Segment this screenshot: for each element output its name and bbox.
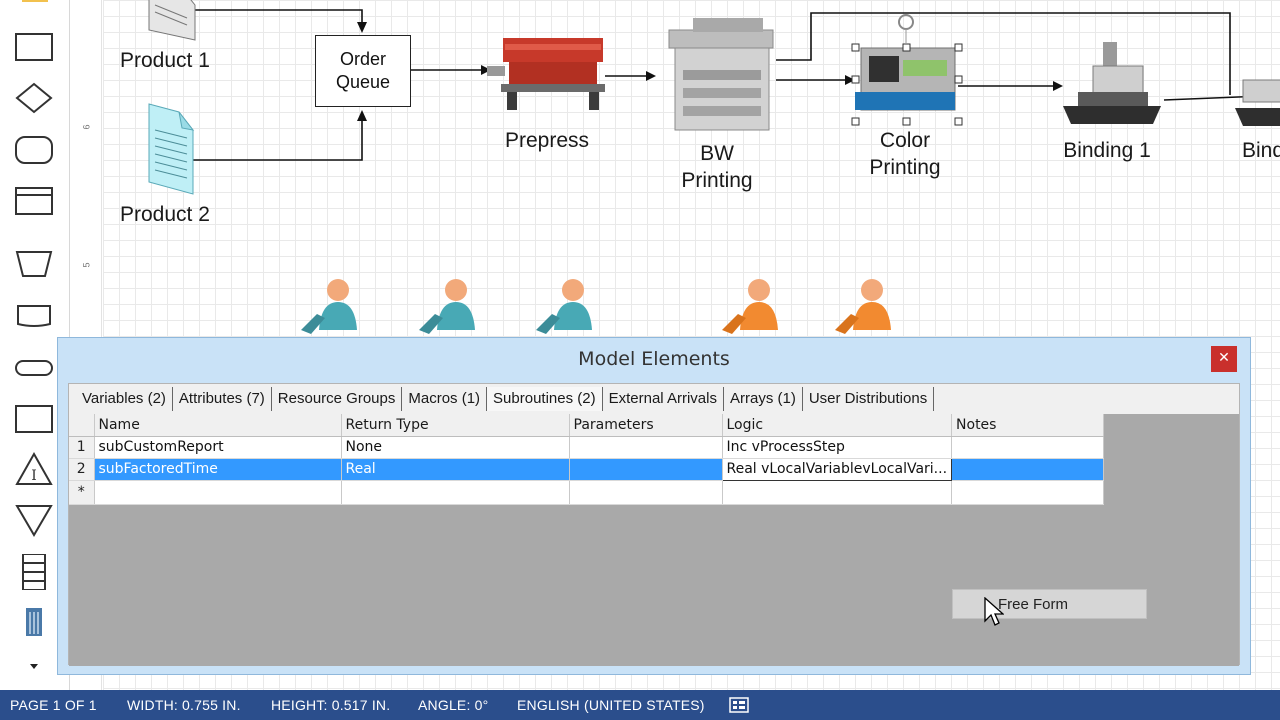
inventory-triangle-icon[interactable]: I [14, 451, 54, 487]
tab-strip: Variables (2) Attributes (7) Resource Gr… [69, 384, 1239, 414]
worker-orange-icon-1 [722, 279, 778, 334]
column-header-notes[interactable]: Notes [951, 414, 1105, 437]
tab-macros[interactable]: Macros (1) [402, 387, 488, 411]
process-shape-icon[interactable] [14, 400, 54, 436]
status-width: WIDTH: 0.755 IN. [127, 697, 241, 713]
diamond-shape-icon[interactable] [14, 80, 54, 116]
column-header-logic[interactable]: Logic [722, 414, 953, 437]
table-row-selected[interactable]: 2 subFactoredTime Real Real vLocalVariab… [69, 457, 1105, 481]
context-menu: Free Form [952, 589, 1147, 619]
svg-text:I: I [31, 468, 37, 484]
color-printing-label-line2: Printing [869, 156, 941, 179]
dialog-body: Variables (2) Attributes (7) Resource Gr… [68, 383, 1240, 666]
product1-document-icon [148, 0, 196, 41]
trapezoid-shape-icon[interactable] [14, 246, 54, 282]
product1-label: Product 1 [120, 49, 210, 72]
cell-name[interactable]: subCustomReport [94, 436, 342, 459]
row-header-corner [69, 414, 95, 437]
binding2-machine-icon [1235, 79, 1280, 126]
bw-printing-label-line1: BW [700, 142, 734, 165]
header-box-shape-icon[interactable] [14, 183, 54, 219]
product2-label: Product 2 [120, 203, 210, 226]
binding2-label: Bind [1242, 139, 1280, 162]
status-language[interactable]: ENGLISH (UNITED STATES) [517, 697, 705, 713]
mouse-cursor-icon [984, 597, 1004, 626]
tab-external-arrivals[interactable]: External Arrivals [603, 387, 724, 411]
cell-logic[interactable] [722, 480, 953, 505]
tab-variables[interactable]: Variables (2) [76, 387, 173, 411]
column-header-parameters[interactable]: Parameters [569, 414, 723, 437]
connector-bw-to-binding2 [776, 12, 1231, 95]
order-queue-box[interactable]: Order Queue [315, 35, 411, 107]
menu-item-free-form[interactable]: Free Form [998, 596, 1069, 613]
bw-printing-label: BW Printing [667, 140, 767, 194]
subroutines-grid: Name Return Type Parameters Logic Notes … [69, 414, 1105, 505]
tab-subroutines[interactable]: Subroutines (2) [487, 387, 603, 411]
column-header-name[interactable]: Name [94, 414, 342, 437]
row-number[interactable]: 2 [69, 458, 95, 481]
ruler-mark: 5 [81, 262, 92, 268]
rounded-rectangle-shape-icon[interactable] [14, 132, 54, 168]
cell-notes[interactable] [951, 458, 1105, 481]
worker-orange-icon-2 [835, 279, 891, 334]
column-header-return-type[interactable]: Return Type [341, 414, 570, 437]
cell-logic-editing[interactable]: Real vLocalVariablevLocalVari... [721, 457, 953, 481]
connector-product1-queue [193, 9, 363, 24]
cell-return-type[interactable]: Real [341, 458, 570, 481]
ladder-shape-icon[interactable] [14, 553, 54, 591]
grid-header-row: Name Return Type Parameters Logic Notes [69, 414, 1105, 437]
color-printing-label: Color Printing [855, 127, 955, 181]
model-elements-dialog: Model Elements ✕ Variables (2) Attribute… [57, 337, 1251, 675]
tab-attributes[interactable]: Attributes (7) [173, 387, 272, 411]
connector-product2-queue [193, 118, 363, 161]
row-number[interactable]: 1 [69, 436, 95, 459]
status-page[interactable]: PAGE 1 OF 1 [10, 697, 97, 713]
cell-logic[interactable]: Inc vProcessStep [722, 436, 953, 459]
worker-teal-icon-2 [419, 279, 475, 334]
worker-teal-icon-1 [301, 279, 357, 334]
status-height: HEIGHT: 0.517 IN. [271, 697, 391, 713]
cell-notes[interactable] [951, 480, 1105, 505]
prepress-label: Prepress [504, 129, 590, 152]
building-icon[interactable] [14, 604, 54, 640]
cell-name[interactable]: subFactoredTime [94, 458, 342, 481]
dialog-title: Model Elements [578, 348, 730, 370]
bw-printer-icon [668, 18, 774, 131]
status-angle: ANGLE: 0° [418, 697, 489, 713]
folder-icon[interactable] [14, 0, 54, 30]
color-printing-label-line1: Color [879, 129, 931, 152]
grid-area: Name Return Type Parameters Logic Notes … [69, 414, 1239, 666]
new-row[interactable]: * [69, 480, 1105, 505]
cell-name[interactable] [94, 480, 342, 505]
tab-resource-groups[interactable]: Resource Groups [272, 387, 403, 411]
worker-teal-icon-3 [536, 279, 592, 334]
rectangle-shape-icon[interactable] [14, 29, 54, 65]
tab-user-distributions[interactable]: User Distributions [803, 387, 935, 411]
tab-arrays[interactable]: Arrays (1) [724, 387, 803, 411]
status-bar: PAGE 1 OF 1 WIDTH: 0.755 IN. HEIGHT: 0.5… [0, 690, 1280, 720]
color-printer-icon [851, 14, 963, 126]
prepress-machine-icon [487, 38, 605, 110]
binding1-label: Binding 1 [1063, 139, 1151, 162]
cell-parameters[interactable] [569, 458, 723, 481]
ruler-mark: 6 [81, 124, 92, 130]
cell-notes[interactable] [951, 436, 1105, 459]
cell-return-type[interactable] [341, 480, 570, 505]
table-row[interactable]: 1 subCustomReport None Inc vProcessStep [69, 436, 1105, 459]
product2-document-icon [148, 103, 195, 195]
more-shapes-arrow-icon[interactable] [14, 652, 54, 676]
cell-parameters[interactable] [569, 436, 723, 459]
flow-diagram [148, 0, 1280, 334]
new-row-marker[interactable]: * [69, 480, 95, 505]
cell-parameters[interactable] [569, 480, 723, 505]
close-button[interactable]: ✕ [1211, 346, 1237, 372]
macro-recording-icon[interactable] [729, 697, 749, 713]
manual-input-shape-icon[interactable] [14, 298, 54, 334]
binding1-machine-icon [1063, 42, 1161, 124]
terminator-shape-icon[interactable] [14, 350, 54, 386]
bw-printing-label-line2: Printing [681, 169, 753, 192]
cell-return-type[interactable]: None [341, 436, 570, 459]
merge-triangle-icon[interactable] [14, 502, 54, 538]
